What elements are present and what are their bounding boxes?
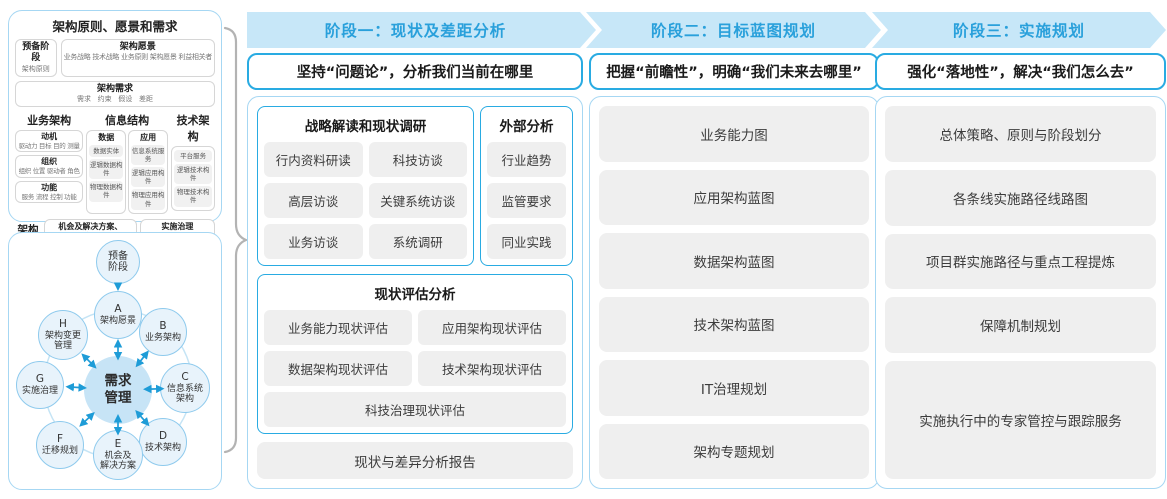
current-state-assessment-title: 现状评估分析 (374, 287, 456, 303)
phase2-item: 技术架构蓝图 (599, 296, 869, 352)
gap-analysis-report-box: 现状与差异分析报告 (257, 442, 573, 479)
data-subcolumn: 数据 数据实体 逻辑数据构件 物理数据构件 (86, 129, 127, 214)
panel-title: 架构原则、愿景和需求 (52, 19, 178, 34)
business-architecture-column: 业务架构 动机 驱动力 目标 目的 测量 组织 组织 位置 驱动者 角色 功能 … (15, 112, 84, 214)
organization-box: 组织 组织 位置 驱动者 角色 (15, 155, 84, 178)
strategy-research-title: 战略解读和现状调研 (304, 119, 427, 135)
assessment-item: 数据架构现状评估 (264, 351, 412, 386)
application-title: 应用 (140, 132, 157, 142)
vision-box: 架构愿景 业务战略 技术战略 业务原则 架构愿景 利益相关者 (60, 39, 215, 77)
external-analysis-title: 外部分析 (499, 119, 554, 135)
phase2-item: IT治理规划 (599, 360, 869, 416)
vision-title: 架构愿景 (119, 42, 156, 52)
phase1-subtitle: 坚持“问题论”，分析我们当前在哪里 (247, 53, 583, 90)
assessment-item-full: 科技治理现状评估 (264, 392, 566, 427)
information-structure-header: 信息结构 (105, 113, 150, 127)
technical-architecture-header: 技术架构 (176, 113, 210, 143)
motivation-sub: 驱动力 目标 目的 测量 (18, 141, 80, 150)
phase3-item: 保障机制规划 (885, 297, 1156, 354)
technical-item: 平台服务 (174, 149, 212, 163)
organization-title: 组织 (41, 157, 58, 167)
architecture-principles-panel: 架构原则、愿景和需求 预备阶段 架构原则 架构愿景 业务战略 技术战略 业务原则… (8, 10, 222, 257)
phase3-item: 项目群实施路径与重点工程提炼 (885, 233, 1156, 290)
strategy-item: 关键系统访谈 (368, 183, 467, 218)
strategy-item: 系统调研 (368, 224, 467, 259)
external-item: 同业实践 (487, 224, 566, 259)
phase2-subtitle: 把握“前瞻性”，明确“我们未来去哪里” (589, 53, 879, 90)
adm-node-h: H 架构变更 管理 (38, 310, 88, 360)
data-item: 逻辑数据构件 (89, 159, 124, 180)
business-architecture-header: 业务架构 (27, 113, 72, 127)
strategy-item: 科技访谈 (368, 142, 467, 177)
adm-node-b: B 业务架构 (139, 308, 187, 356)
requirement-title: 架构需求 (96, 83, 133, 94)
phase2-item: 架构专题规划 (599, 423, 869, 479)
data-item: 物理数据构件 (89, 181, 124, 202)
phase2-item: 数据架构蓝图 (599, 233, 869, 289)
phase2-content: 业务能力图 应用架构蓝图 数据架构蓝图 技术架构蓝图 IT治理规划 架构专题规划 (589, 96, 879, 489)
data-title: 数据 (98, 132, 115, 142)
phase3-content: 总体策略、原则与阶段划分 各条线实施路径线路图 项目群实施路径与重点工程提炼 保… (875, 96, 1166, 489)
strategy-item: 高层访谈 (264, 183, 363, 218)
function-sub: 服务 流程 控制 功能 (21, 192, 77, 201)
technical-item: 逻辑技术构件 (174, 164, 212, 185)
adm-center-requirements-management: 需求 管理 (84, 356, 152, 424)
technical-architecture-column: 技术架构 平台服务 逻辑技术构件 物理技术构件 (171, 112, 215, 214)
phase3-item: 总体策略、原则与阶段划分 (885, 106, 1156, 162)
governance-title: 实施治理 (161, 221, 194, 231)
adm-node-prep-label: 预备 阶段 (108, 250, 128, 273)
assessment-item: 业务能力现状评估 (264, 310, 412, 345)
data-item: 数据实体 (89, 144, 124, 158)
information-structure-column: 信息结构 数据 数据实体 逻辑数据构件 物理数据构件 应用 信息系统服务 逻辑应… (86, 112, 169, 214)
requirement-sub: 需求 约束 假设 差距 (76, 94, 154, 103)
adm-node-f: F 迁移规划 (36, 421, 84, 469)
assessment-item: 应用架构现状评估 (418, 310, 566, 345)
strategy-item: 行内资料研读 (264, 142, 363, 177)
external-analysis-box: 外部分析 行业趋势 监管要求 同业实践 (480, 106, 573, 266)
application-item: 物理应用构件 (131, 189, 166, 210)
phase3-item: 实施执行中的专家管控与跟踪服务 (885, 361, 1156, 480)
technical-item: 物理技术构件 (174, 186, 212, 207)
motivation-title: 动机 (41, 131, 58, 141)
prep-phase-box: 预备阶段 架构原则 (15, 39, 57, 77)
assessment-item: 技术架构现状评估 (418, 351, 566, 386)
strategy-research-box: 战略解读和现状调研 行内资料研读 科技访谈 高层访谈 关键系统访谈 业务访谈 系… (257, 106, 474, 266)
adm-node-e: E 机会及 解决方案 (93, 430, 143, 480)
phase1-header-label: 阶段一：现状及差距分析 (324, 22, 507, 40)
phase2-header: 阶段二：目标蓝图规划 (586, 12, 881, 48)
phase3-item: 各条线实施路径线路图 (885, 169, 1156, 226)
organization-sub: 组织 位置 驱动者 角色 (18, 167, 80, 176)
phase1-content: 战略解读和现状调研 行内资料研读 科技访谈 高层访谈 关键系统访谈 业务访谈 系… (247, 96, 583, 489)
application-subcolumn: 应用 信息系统服务 逻辑应用构件 物理应用构件 (128, 129, 169, 214)
function-box: 功能 服务 流程 控制 功能 (15, 180, 84, 204)
vision-sub: 业务战略 技术战略 业务原则 架构愿景 利益相关者 (63, 53, 213, 62)
external-item: 监管要求 (487, 183, 566, 218)
phase1-header: 阶段一：现状及差距分析 (247, 12, 596, 48)
adm-node-g: G 实施治理 (16, 361, 64, 409)
adm-node-d: D 技术架构 (139, 418, 187, 466)
prep-phase-title: 预备阶段 (22, 42, 50, 64)
adm-cycle-panel: 预备 阶段 A 架构愿景 B 业务架构 C 信息系统 架构 D 技术架构 E 机… (8, 232, 222, 490)
phase2-item: 应用架构蓝图 (599, 169, 869, 225)
adm-node-c: C 信息系统 架构 (160, 363, 210, 413)
prep-phase-sub: 架构原则 (21, 64, 50, 73)
grouping-brace (223, 26, 247, 454)
phase3-header: 阶段三：实施规划 (872, 12, 1166, 48)
adm-node-prep: 预备 阶段 (96, 240, 140, 284)
phase2-header-label: 阶段二：目标蓝图规划 (650, 22, 816, 40)
current-state-assessment-box: 现状评估分析 业务能力现状评估 应用架构现状评估 数据架构现状评估 技术架构现状… (257, 274, 573, 434)
phase3-header-label: 阶段三：实施规划 (952, 22, 1085, 40)
function-title: 功能 (41, 182, 58, 192)
technical-box: 平台服务 逻辑技术构件 物理技术构件 (171, 145, 215, 211)
external-item: 行业趋势 (487, 142, 566, 177)
requirement-box: 架构需求 需求 约束 假设 差距 (15, 80, 215, 107)
application-item: 信息系统服务 (131, 144, 166, 166)
application-item: 逻辑应用构件 (131, 167, 166, 188)
motivation-box: 动机 驱动力 目标 目的 测量 (15, 129, 84, 153)
adm-node-a: A 架构愿景 (94, 291, 142, 339)
phase2-item: 业务能力图 (599, 106, 869, 162)
strategy-item: 业务访谈 (264, 224, 363, 259)
phase3-subtitle: 强化“落地性”，解决“我们怎么去” (875, 53, 1166, 90)
